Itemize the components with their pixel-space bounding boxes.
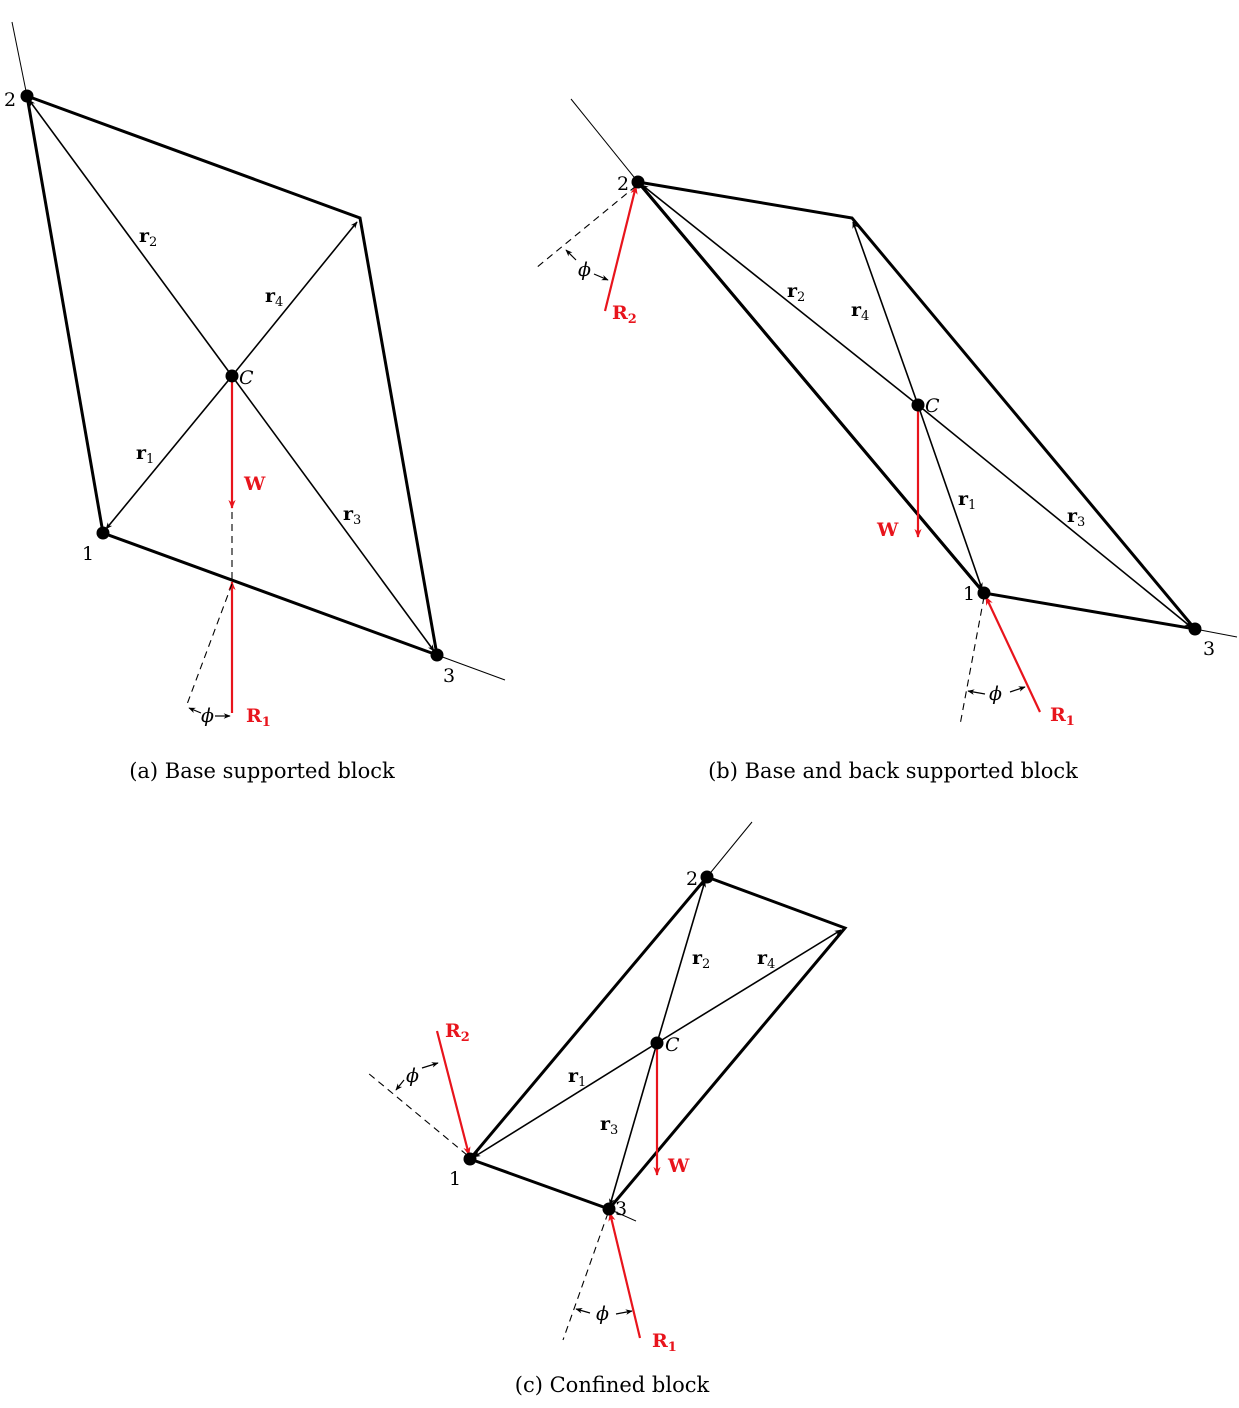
panel-a-vector-r3 [231,375,435,652]
panel-b-label-w: W [876,519,899,541]
panel-c-label-r4: r4 [757,947,775,972]
panel-c-angle-left-arrow-up [421,1062,439,1069]
panel-c-vector-r2 [656,880,706,1044]
panel-c-label-r1-force: R1 [652,1330,677,1355]
panel-a-label-r2: r2 [139,225,157,250]
panel-a-vector-r1 [105,375,233,530]
panel-b-label-r3: r3 [1067,505,1085,530]
panel-a-caption: (a) Base supported block [129,759,395,783]
panel-b-angle-base-arrow-left [967,689,986,695]
panel-b-vertex-1 [977,586,991,600]
panel-c-normal-dashed-left [367,1072,468,1156]
panel-c-angle-bottom-arrow-left [575,1308,591,1314]
panel-b-vertex-3 [1188,622,1202,636]
panel-c-label-w: W [667,1155,690,1177]
panel-c-vector-r1 [473,1042,658,1158]
panel-b-vector-r1 [917,404,983,590]
panel-b-vertex-2 [631,175,645,189]
panel-b-force-r1 [985,596,1041,713]
panel-b-angle-back-arrow-down [593,273,609,281]
panel-c-label-c: C [665,1034,680,1056]
panel-a-label-r3: r3 [343,503,361,528]
panel-a-label-2: 2 [4,89,16,111]
panel-a-vector-r2 [28,99,233,377]
panel-b-label-r2-force: R2 [612,302,637,327]
panel-b-normal-dashed-base [959,596,985,726]
panel-a-label-r4: r4 [265,285,283,310]
panel-b-label-3: 3 [1203,638,1215,660]
panel-c-vertex-3 [602,1202,616,1216]
panel-c-block-outline [467,875,848,1211]
panel-b-label-c: C [925,395,940,417]
panel-c-label-2: 2 [686,868,698,890]
panel-a-plane-bottom [436,654,506,681]
panel-c-force-r1 [608,1212,642,1339]
panel-a-vertex-1 [96,526,110,540]
panel-a: ϕ 1 2 3 C r1 r2 r3 r4 W R1 (a) Base supp… [4,21,506,783]
panel-c-angle-left-phi: ϕ [406,1065,419,1087]
panel-b-label-r1: r1 [958,488,976,513]
panel-a-label-1: 1 [82,543,94,565]
panel-a-label-c: C [239,367,254,389]
panel-b-block-diagonal [636,180,986,595]
panel-b-label-r1-force: R1 [1050,704,1075,729]
panel-a-vector-r4 [231,221,358,377]
panel-c-label-1: 1 [449,1168,461,1190]
panel-a-label-r1-force: R1 [246,705,271,730]
panel-c-angle-bottom-phi: ϕ [596,1303,609,1325]
panel-c-label-3: 3 [615,1198,627,1220]
panel-c-vector-r4 [656,929,842,1044]
panel-a-label-r1: r1 [136,442,154,467]
panel-b-angle-back-arrow-up [565,249,577,261]
panel-c-normal-dashed-bottom [562,1212,609,1341]
panel-c-angle-left-arrow-down [395,1079,405,1091]
panel-a-vertex-2 [20,89,34,103]
panel-b-label-r4: r4 [851,299,869,324]
panel-c-vector-r3 [609,1042,658,1206]
panel-a-label-w: W [243,473,266,495]
panel-b-plane-base [1194,628,1238,638]
panel-b: ϕ ϕ 1 2 3 C r1 r2 r3 r4 W R1 R2 (b) Base… [535,98,1238,783]
panel-c-centroid [650,1036,664,1050]
panel-b-plane-back [570,98,639,183]
panel-a-centroid [225,369,239,383]
panel-c-label-r2-force: R2 [445,1020,470,1045]
panel-c-vertex-1 [463,1152,477,1166]
panel-b-normal-dashed-back [535,185,637,269]
panel-c-label-r1: r1 [568,1065,586,1090]
panel-a-normal-dashed-line [185,583,233,708]
panel-c-angle-bottom-arrow-right [615,1309,633,1315]
panel-b-vector-r2 [641,184,919,406]
panel-a-angle-arrow-left [188,707,202,714]
panel-a-angle-phi: ϕ [201,705,214,727]
panel-b-vector-r3 [917,404,1192,628]
panel-c-caption: (c) Confined block [515,1373,710,1397]
panel-b-angle-back-phi: ϕ [578,259,591,281]
panel-c-force-r2 [435,1030,471,1156]
panel-c-vertex-2 [700,870,714,884]
panel-b-force-r2 [603,185,638,312]
panel-b-centroid [911,398,925,412]
panel-b-label-2: 2 [617,173,629,195]
panel-a-vertex-3 [430,648,444,662]
panel-b-caption: (b) Base and back supported block [708,759,1078,783]
panel-c-label-r3: r3 [600,1113,618,1138]
panel-b-vector-r4 [852,221,919,406]
panel-a-plane-top [11,21,28,97]
panel-c-label-r2: r2 [692,947,710,972]
panel-b-angle-base-arrow-right [1009,686,1026,693]
panel-a-label-3: 3 [443,665,455,687]
panel-c: ϕ ϕ 1 2 3 C r1 r2 r3 r4 W R1 R2 (c) Conf… [367,821,848,1397]
panel-b-label-1: 1 [963,583,975,605]
panel-b-angle-base-phi: ϕ [989,683,1002,705]
panel-c-plane-top [706,821,753,878]
panel-b-label-r2: r2 [787,280,805,305]
